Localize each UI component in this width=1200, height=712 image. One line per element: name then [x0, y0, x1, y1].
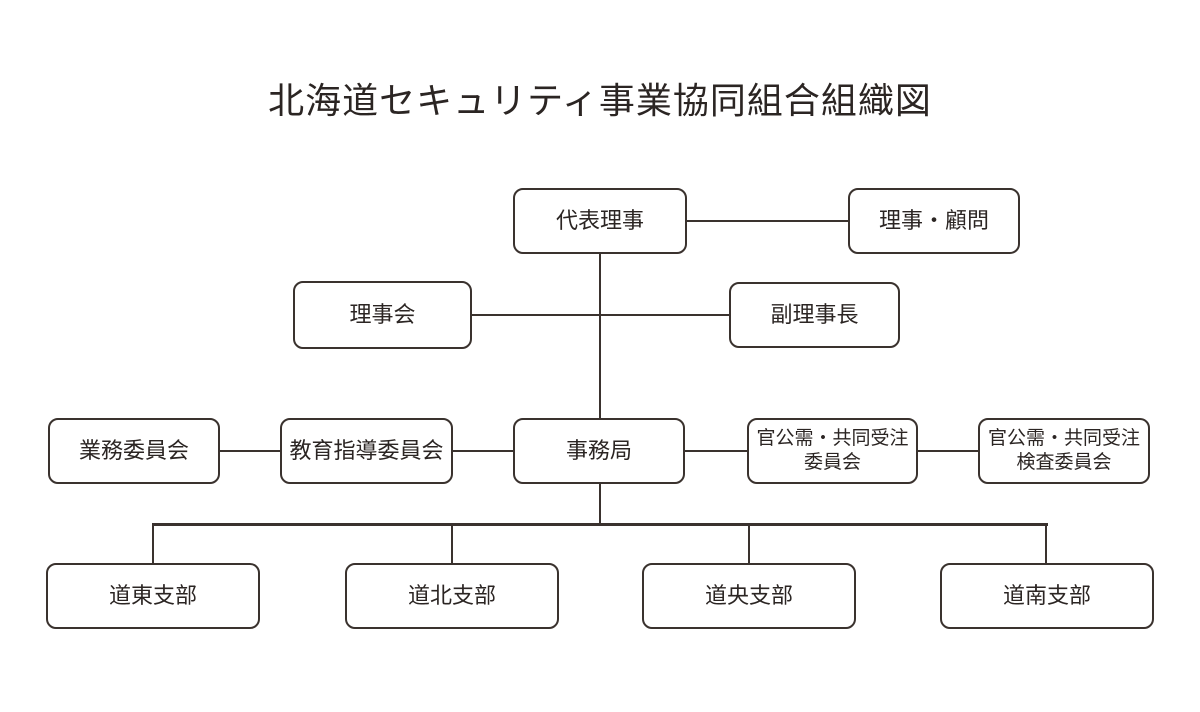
org-node-business-committee: 業務委員会 [48, 418, 220, 484]
connector-branch-bus [152, 523, 1048, 526]
connector-representative-to-secretariat-stem [599, 253, 601, 419]
connector-bus-to-doto-branch [152, 525, 154, 564]
org-node-doo-branch: 道央支部 [642, 563, 856, 629]
org-node-label: 業務委員会 [78, 437, 189, 463]
org-node-label: 道央支部 [704, 582, 793, 608]
chart-title: 北海道セキュリティ事業協同組合組織図 [268, 80, 932, 121]
connector-bus-to-dohoku-branch [451, 525, 453, 564]
org-node-vice-chairman: 副理事長 [729, 282, 900, 348]
org-node-public-procurement-joint-order-committee: 官公需・共同受注 委員会 [747, 418, 918, 484]
connector-secretariat-to-procurement-committee [684, 450, 748, 452]
org-node-secretariat: 事務局 [513, 418, 685, 484]
connector-bus-to-doo-branch [748, 525, 750, 564]
connector-representative-to-advisors [687, 220, 848, 222]
org-node-dohoku-branch: 道北支部 [345, 563, 559, 629]
org-node-label-line1: 官公需・共同受注 [756, 428, 909, 450]
org-node-label: 理事会 [349, 301, 416, 327]
org-node-doto-branch: 道東支部 [46, 563, 260, 629]
org-node-label: 道南支部 [1002, 582, 1091, 608]
org-node-donan-branch: 道南支部 [940, 563, 1154, 629]
org-node-label: 副理事長 [770, 301, 859, 327]
org-node-representative-director: 代表理事 [513, 188, 687, 254]
org-node-label-line1: 官公需・共同受注 [987, 428, 1140, 450]
org-node-board-of-directors: 理事会 [293, 281, 472, 349]
org-node-label: 道北支部 [407, 582, 496, 608]
connector-education-to-secretariat [452, 450, 514, 452]
connector-board-to-vice-chairman [471, 314, 729, 316]
org-node-label-line2: 委員会 [803, 452, 861, 473]
org-node-label: 理事・顧問 [878, 207, 989, 233]
connector-procurement-to-inspection-committee [917, 450, 979, 452]
org-node-label: 事務局 [565, 437, 632, 463]
org-node-education-guidance-committee: 教育指導委員会 [280, 418, 453, 484]
org-node-label-line2: 検査委員会 [1016, 452, 1112, 473]
org-node-label: 道東支部 [108, 582, 197, 608]
org-node-label: 教育指導委員会 [289, 437, 444, 463]
org-node-label: 代表理事 [555, 207, 644, 233]
connector-bus-to-donan-branch [1045, 525, 1047, 564]
org-node-public-procurement-joint-order-inspection-committee: 官公需・共同受注 検査委員会 [978, 418, 1150, 484]
connector-business-to-education [219, 450, 281, 452]
connector-secretariat-to-branch-bus-stem [599, 483, 601, 524]
org-node-directors-advisors: 理事・顧問 [848, 188, 1020, 254]
